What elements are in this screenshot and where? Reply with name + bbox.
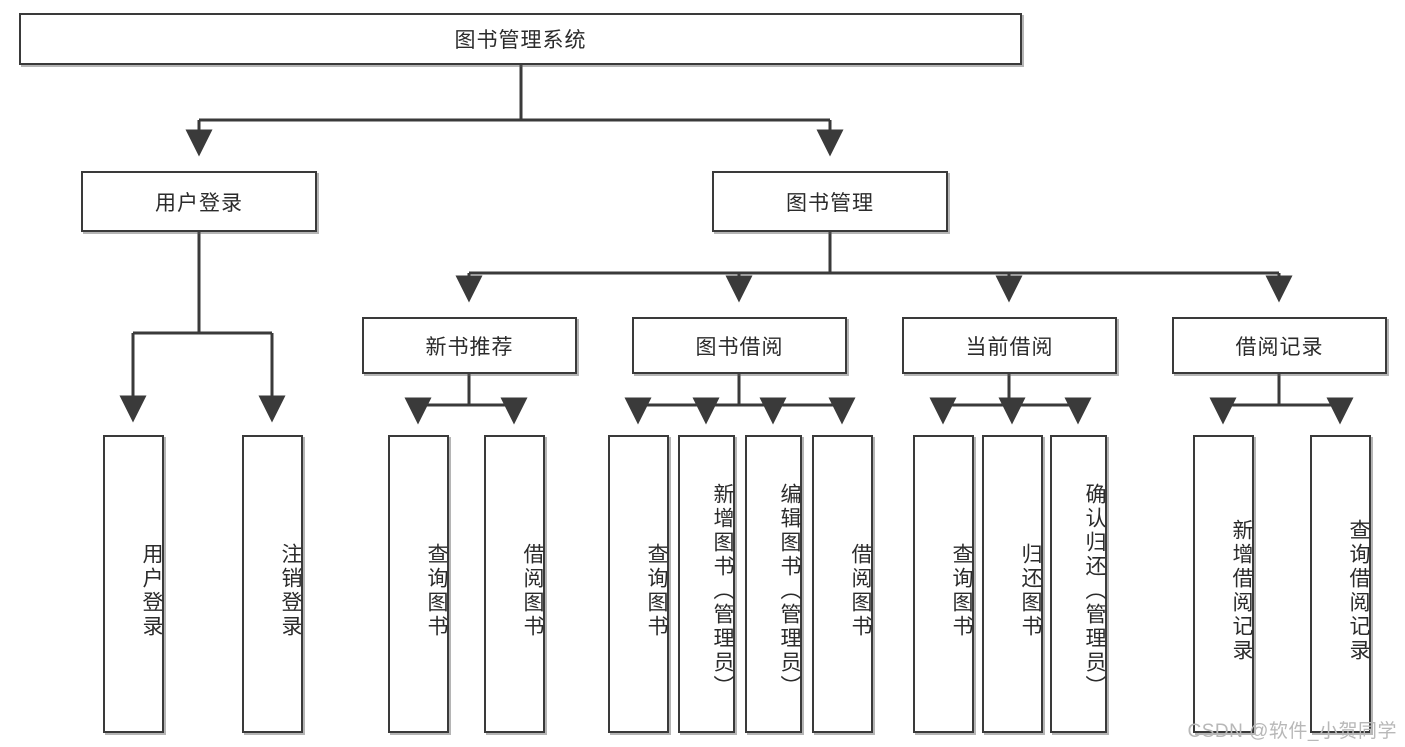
node-leaf-add-book-label: 新增图书（管理员） [711,483,734,699]
node-user-login-label: 用户登录 [155,191,243,215]
node-leaf-borrow-book-2-label: 借阅图书 [849,543,872,639]
node-leaf-user-logout[interactable]: 注销登录 [242,435,303,733]
watermark-text: CSDN @软件_小贺同学 [1187,721,1397,742]
node-leaf-add-book[interactable]: 新增图书（管理员） [678,435,735,733]
node-borrow-record[interactable]: 借阅记录 [1172,317,1387,374]
node-current-borrow[interactable]: 当前借阅 [902,317,1117,374]
node-new-book-recommend-label: 新书推荐 [425,335,514,359]
node-leaf-query-book-1-label: 查询图书 [425,543,448,639]
node-leaf-query-book-2-label: 查询图书 [645,543,668,639]
node-leaf-user-login[interactable]: 用户登录 [103,435,164,733]
node-leaf-borrow-book-2[interactable]: 借阅图书 [812,435,873,733]
node-root-label: 图书管理系统 [454,29,587,52]
node-book-manage[interactable]: 图书管理 [712,171,948,232]
node-leaf-borrow-book-1[interactable]: 借阅图书 [484,435,545,733]
node-root[interactable]: 图书管理系统 [19,13,1022,65]
node-leaf-confirm-return-label: 确认归还（管理员） [1083,483,1106,699]
node-leaf-query-book-3-label: 查询图书 [950,543,973,639]
node-leaf-return-book-label: 归还图书 [1019,543,1042,639]
node-new-book-recommend[interactable]: 新书推荐 [362,317,577,374]
node-leaf-edit-book[interactable]: 编辑图书（管理员） [745,435,802,733]
node-leaf-query-book-1[interactable]: 查询图书 [388,435,449,733]
node-user-login[interactable]: 用户登录 [81,171,317,232]
node-leaf-query-book-2[interactable]: 查询图书 [608,435,669,733]
node-leaf-user-logout-label: 注销登录 [279,543,302,639]
node-leaf-return-book[interactable]: 归还图书 [982,435,1043,733]
node-leaf-add-record[interactable]: 新增借阅记录 [1193,435,1254,733]
node-leaf-query-record-label: 查询借阅记录 [1347,519,1370,663]
node-borrow-record-label: 借阅记录 [1235,335,1324,359]
node-leaf-query-record[interactable]: 查询借阅记录 [1310,435,1371,733]
node-leaf-confirm-return[interactable]: 确认归还（管理员） [1050,435,1107,733]
node-current-borrow-label: 当前借阅 [965,335,1054,359]
node-book-borrow-label: 图书借阅 [695,335,784,359]
node-leaf-add-record-label: 新增借阅记录 [1230,519,1253,663]
node-leaf-user-login-label: 用户登录 [140,543,163,639]
node-leaf-query-book-3[interactable]: 查询图书 [913,435,974,733]
node-leaf-edit-book-label: 编辑图书（管理员） [778,483,801,699]
node-book-borrow[interactable]: 图书借阅 [632,317,847,374]
node-book-manage-label: 图书管理 [786,191,874,215]
node-leaf-borrow-book-1-label: 借阅图书 [521,543,544,639]
